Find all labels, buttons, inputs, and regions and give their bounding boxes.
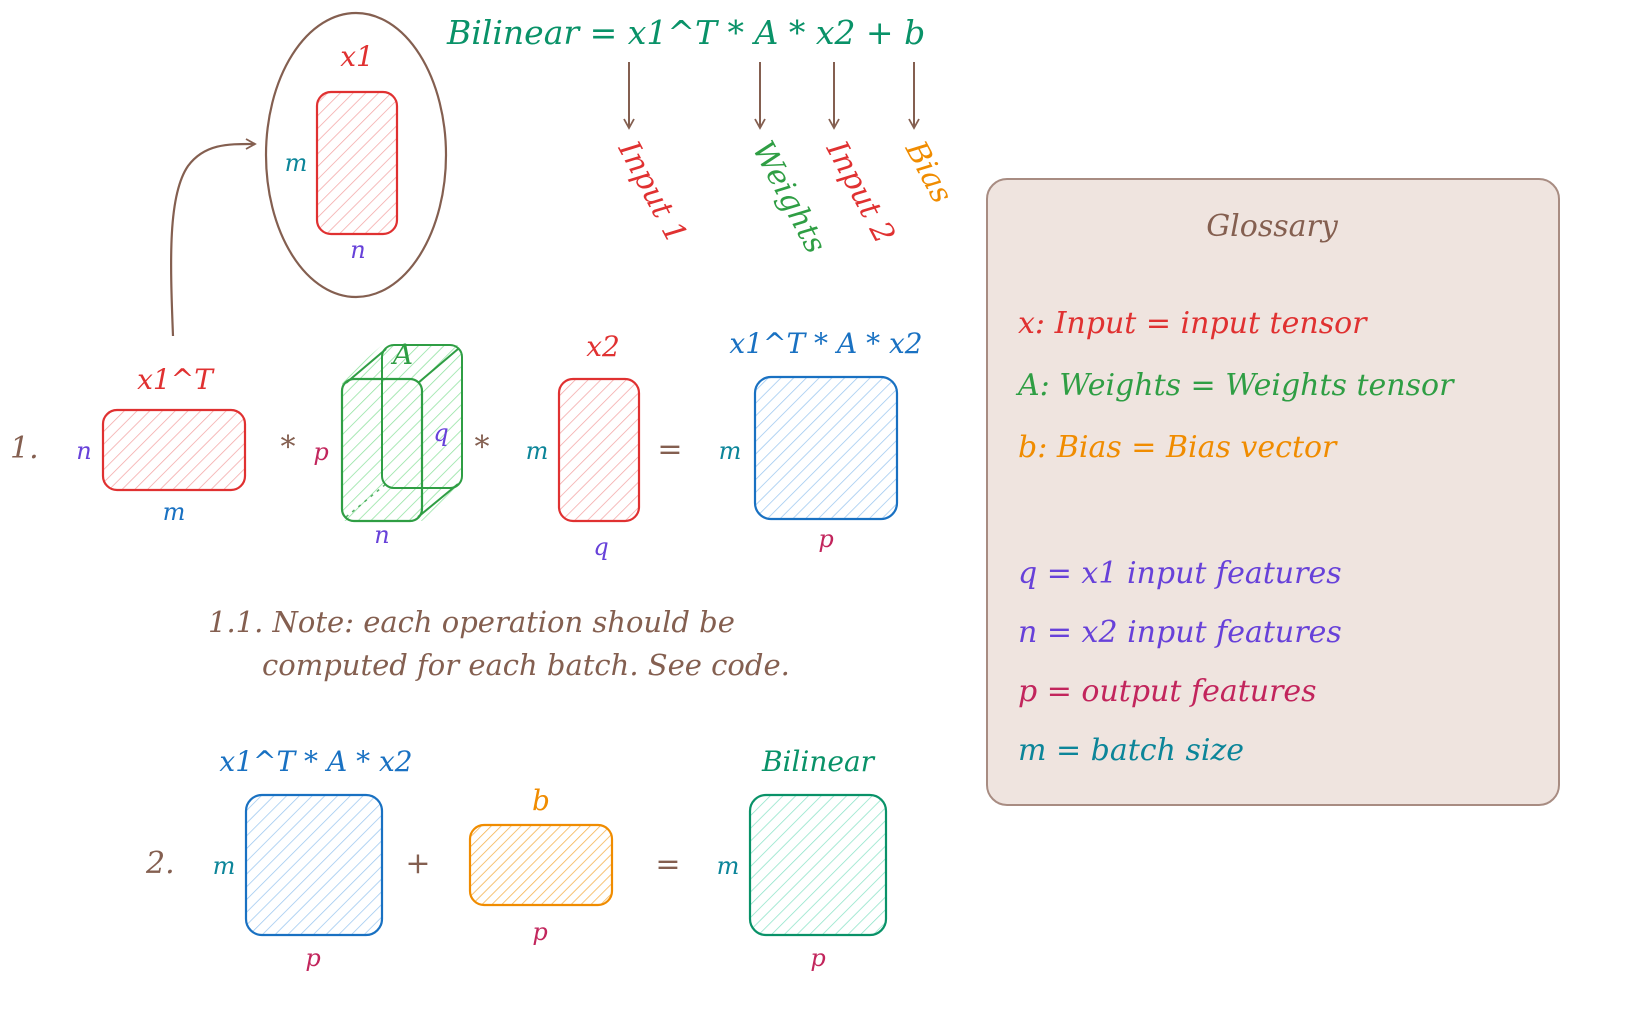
x2-row-dim: m [526,437,549,465]
note-line-1: 1.1. Note: each operation should be [208,605,735,639]
label-weights: Weights [745,135,833,259]
weights-front-face [340,377,424,523]
out-row-dim: m [717,852,740,880]
weights-tensor [340,344,463,523]
bias-col-dim: p [532,918,547,946]
glossary-item-q: q = x1 input features [1018,556,1342,591]
inset-row-dim: m [285,149,308,177]
out-col-dim: p [810,944,825,972]
glossary-item-n: n = x2 input features [1018,615,1342,650]
formula-text: Bilinear = x1^T * A * x2 + b [446,13,925,52]
out-title: Bilinear [761,745,876,778]
step1-number: 1. [10,431,39,466]
glossary-panel: Glossary x: Input = input tensor A: Weig… [986,178,1560,806]
label-input-1: Input 1 [610,134,693,249]
step1-op2: * [475,430,490,465]
step1-eq: = [657,432,682,467]
x1t-row-dim: n [76,437,91,465]
step2-eq: = [655,847,680,882]
weights-row-dim: p [313,438,328,466]
bias-vector [468,823,614,907]
weights-col-dim: n [374,521,389,549]
step1-op1: * [281,430,296,465]
x1t-col-dim: m [163,498,186,526]
x1-matrix [315,90,399,236]
glossary-item-m: m = batch size [1018,733,1244,768]
step2-number: 2. [145,846,175,881]
x1t-title: x1^T [137,363,215,396]
x2-title: x2 [586,330,620,363]
result-title: x1^T * A * x2 [729,327,922,360]
result-col-dim: p [818,525,833,553]
bias-title: b [532,784,550,817]
inset-col-dim: n [350,236,365,264]
label-input-2: Input 2 [818,134,901,249]
inset-ellipse [264,11,448,299]
glossary-item-p: p = output features [1018,674,1317,709]
label-bias: Bias [897,134,959,209]
step2-op: + [405,846,430,881]
inset-title: x1 [340,40,374,73]
x1t-matrix [101,408,247,492]
glossary-item-bias: b: Bias = Bias vector [1018,430,1338,465]
out-matrix [748,793,888,937]
note-line-2: computed for each batch. See code. [262,648,790,682]
glossary-item-input: x: Input = input tensor [1018,306,1368,341]
glossary-item-weights: A: Weights = Weights tensor [1015,368,1455,403]
result-matrix [753,375,899,521]
glossary-title: Glossary [1206,209,1339,244]
formula-arrows [623,62,920,130]
transpose-arrow [170,138,257,337]
glossary-box [986,178,1560,806]
prod-matrix [244,793,384,937]
x2-matrix [557,377,641,523]
prod-row-dim: m [213,852,236,880]
x2-col-dim: q [593,533,608,561]
weights-depth-dim: q [433,419,448,447]
prod-title: x1^T * A * x2 [219,745,412,778]
weights-title: A [390,338,413,371]
prod-col-dim: p [305,944,320,972]
result-row-dim: m [719,437,742,465]
x1-inset: x1 m n [264,11,448,299]
